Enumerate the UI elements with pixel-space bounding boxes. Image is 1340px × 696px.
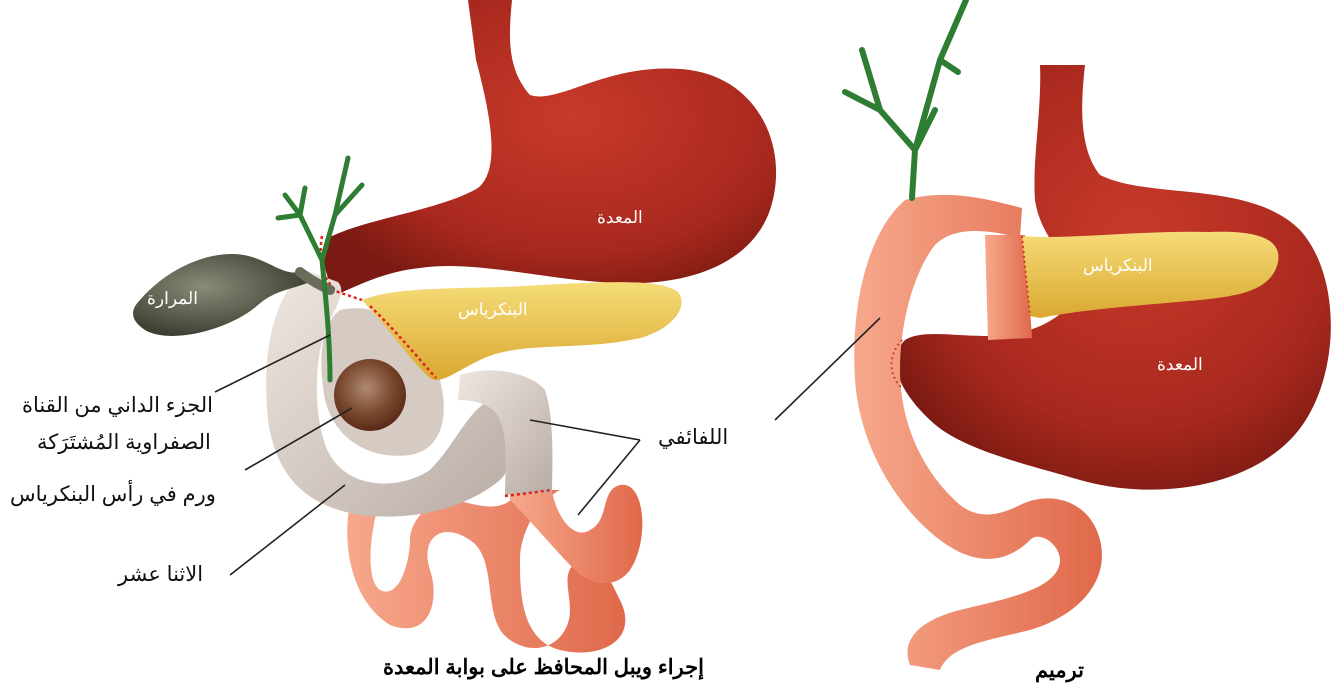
left-jejunum-loop xyxy=(510,480,642,583)
label-bile-duct-line2: الصفراوية المُشتَرَكة xyxy=(37,430,211,455)
label-tumor: ورم في رأس البنكرياس xyxy=(10,482,216,507)
label-bile-duct-line1: الجزء الداني من القناة xyxy=(22,393,213,418)
caption-left: إجراء ويبل المحافظ على بوابة المعدة xyxy=(383,655,704,680)
caption-right: ترميم xyxy=(1035,658,1084,683)
left-stomach xyxy=(324,0,776,295)
label-right-stomach: المعدة xyxy=(1157,355,1203,375)
leader-duodenum xyxy=(230,485,345,575)
label-left-stomach: المعدة xyxy=(597,208,643,228)
label-left-pancreas: البنكرياس xyxy=(458,300,528,320)
right-bile-tree xyxy=(845,0,966,198)
label-jejunum: اللفائفي xyxy=(658,425,728,450)
label-gallbladder: المرارة xyxy=(147,289,198,309)
label-duodenum: الاثنا عشر xyxy=(118,562,203,587)
left-figure xyxy=(133,0,776,653)
label-right-pancreas: البنكرياس xyxy=(1083,256,1153,276)
left-tumor xyxy=(334,359,406,431)
right-figure xyxy=(845,0,1331,670)
